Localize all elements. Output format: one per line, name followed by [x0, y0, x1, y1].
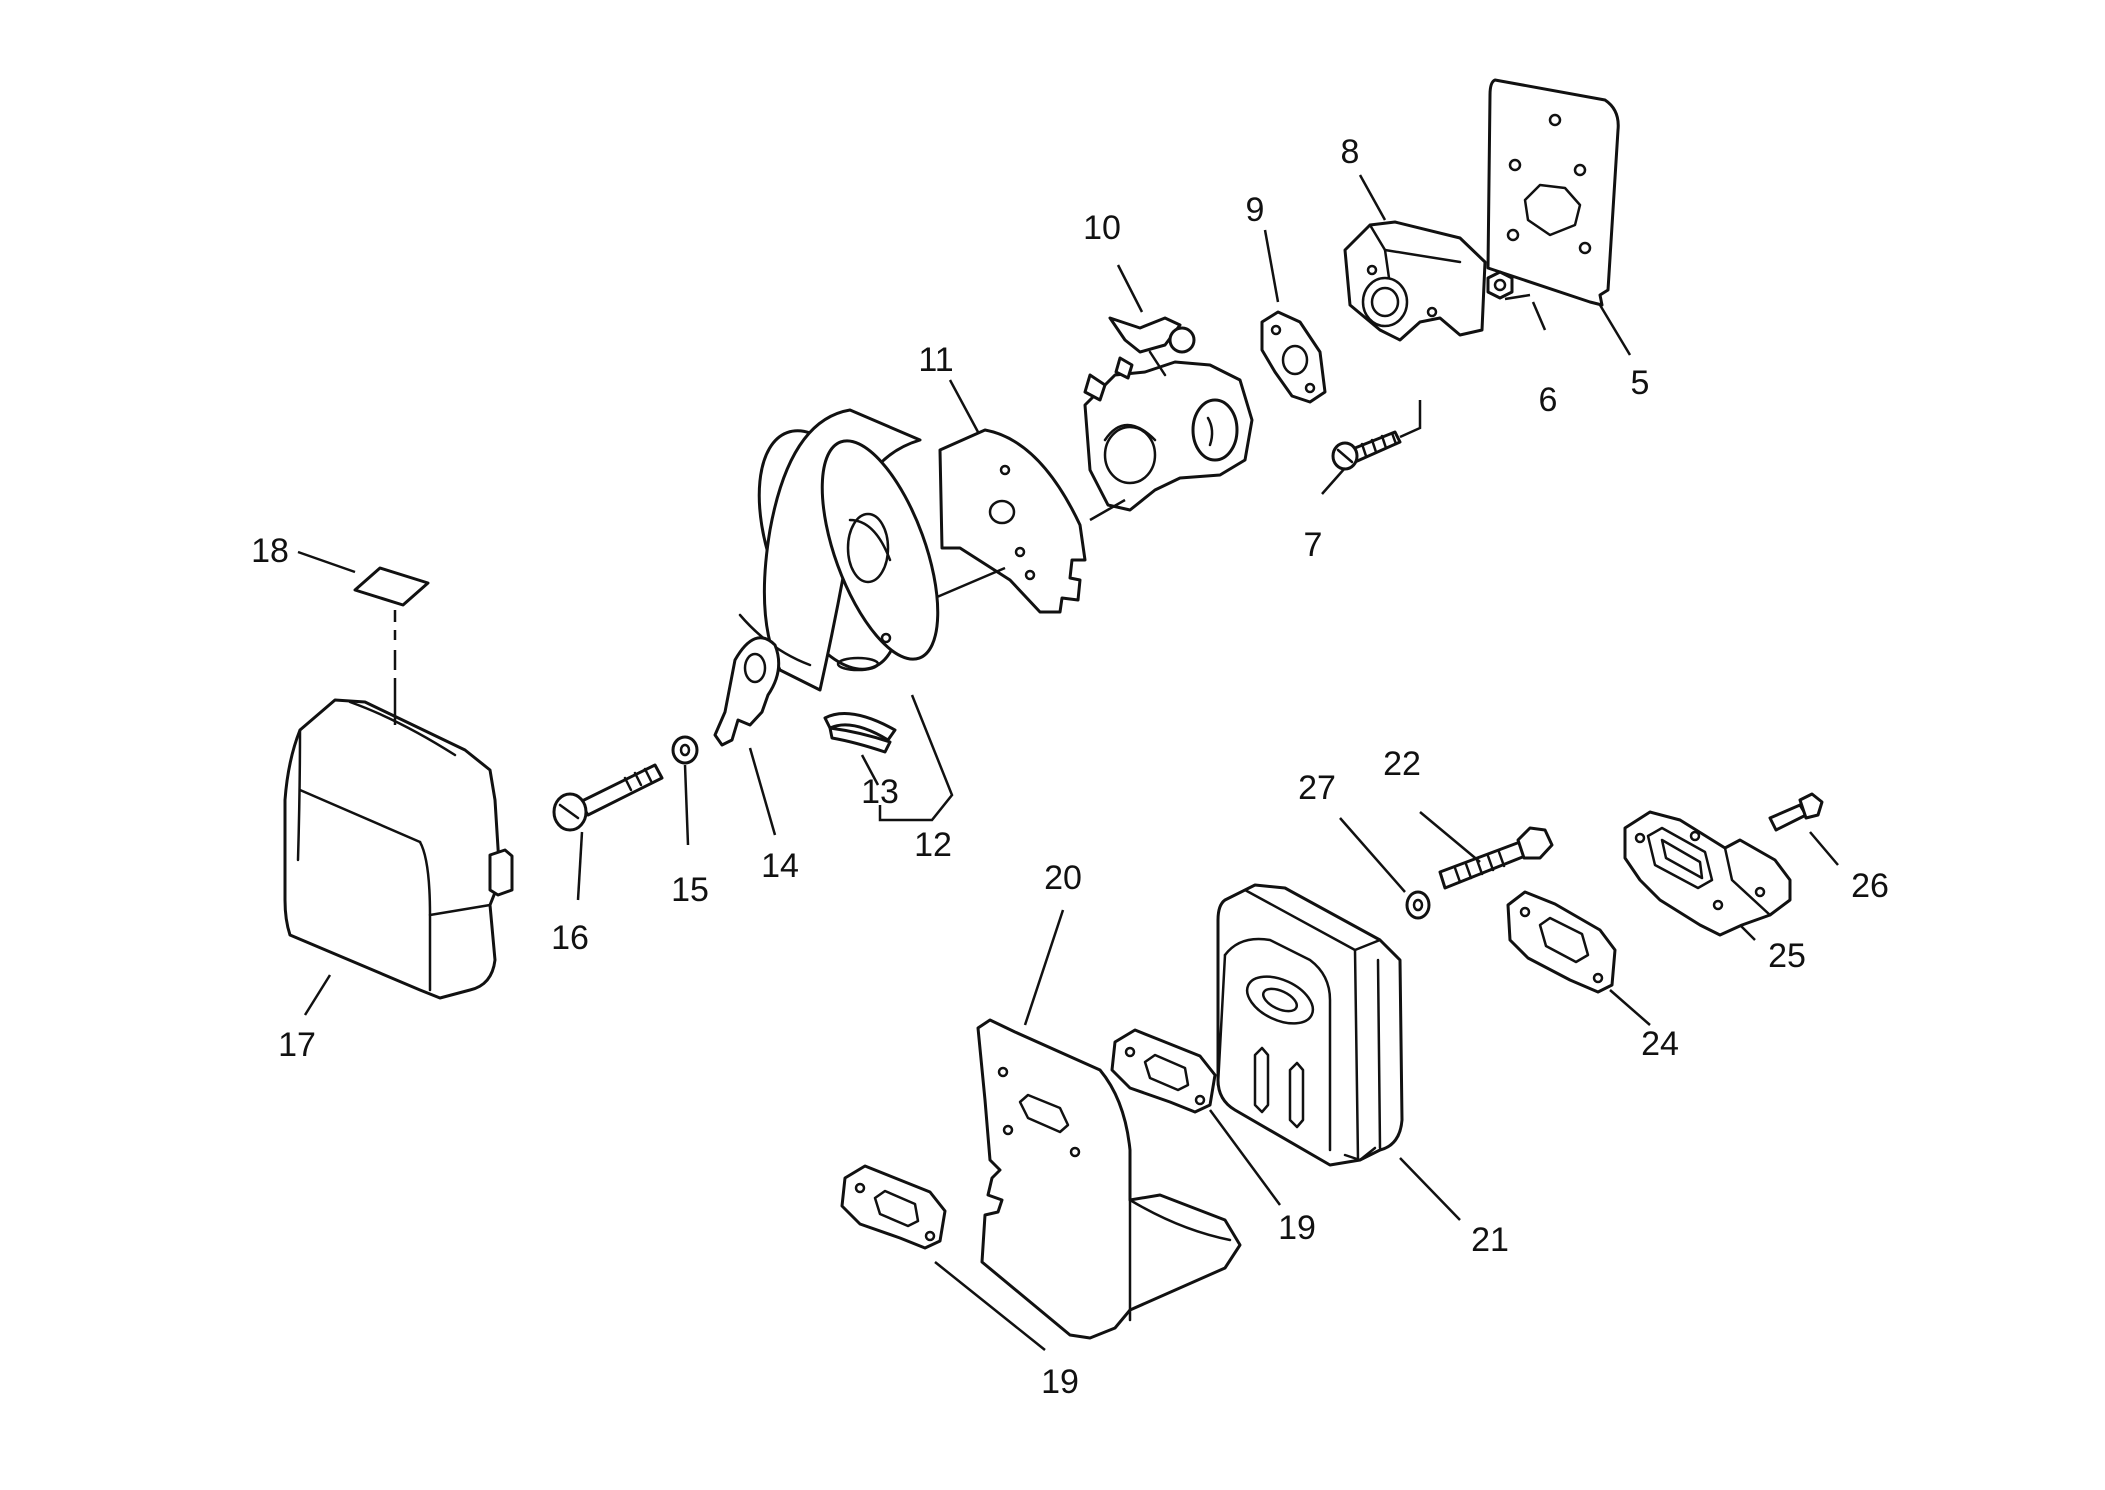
callout-19-middle: 19 — [1278, 1209, 1316, 1247]
part-13-filter-element — [823, 712, 897, 754]
part-17-cover — [283, 698, 514, 1000]
part-22-bolt — [1438, 826, 1554, 890]
callout-19-bottom: 19 — [1041, 1363, 1079, 1401]
callout-7: 7 — [1303, 526, 1323, 564]
callout-12: 12 — [914, 826, 952, 864]
callout-21: 21 — [1471, 1221, 1509, 1259]
callout-27: 27 — [1298, 769, 1336, 807]
callout-24: 24 — [1641, 1025, 1679, 1063]
callout-8: 8 — [1340, 133, 1360, 171]
callout-18: 18 — [251, 532, 289, 570]
part-24-gasket — [1506, 890, 1617, 994]
part-16-bolt — [552, 763, 664, 832]
part-5-gasket-plate — [1486, 78, 1620, 307]
callout-26: 26 — [1851, 867, 1889, 905]
callout-13: 13 — [861, 773, 899, 811]
leader-lines — [297, 174, 1839, 1351]
part-14-choke-lever — [713, 636, 781, 747]
part-20-heat-shield — [976, 1018, 1242, 1340]
part-9-carb-gasket — [1260, 310, 1327, 404]
callout-6: 6 — [1538, 381, 1558, 419]
part-18-label — [353, 566, 430, 725]
part-19-muffler-gasket-bottom — [840, 1164, 947, 1250]
callout-10: 10 — [1083, 209, 1121, 247]
callout-5: 5 — [1630, 364, 1650, 402]
callout-17: 17 — [278, 1026, 316, 1064]
part-25-exhaust-plate — [1623, 810, 1792, 937]
part-10-carburetor — [1083, 316, 1254, 522]
part-27-washer — [1405, 890, 1431, 920]
part-8-intake-block — [1343, 220, 1487, 342]
part-6-nut — [1486, 270, 1514, 300]
part-19-muffler-gasket-middle — [1110, 1028, 1217, 1114]
callout-16: 16 — [551, 919, 589, 957]
callout-20: 20 — [1044, 859, 1082, 897]
callout-15: 15 — [671, 871, 709, 909]
part-7-screw — [1331, 400, 1422, 471]
part-12-filter-case — [738, 408, 940, 692]
part-26-screw — [1768, 792, 1824, 832]
part-11-plate — [929, 428, 1087, 614]
callout-9: 9 — [1245, 191, 1265, 229]
part-15-washer — [671, 735, 699, 765]
callout-11: 11 — [918, 341, 954, 379]
callout-25: 25 — [1768, 937, 1806, 975]
part-21-muffler — [1216, 883, 1404, 1167]
callout-22: 22 — [1383, 745, 1421, 783]
callout-14: 14 — [761, 847, 799, 885]
